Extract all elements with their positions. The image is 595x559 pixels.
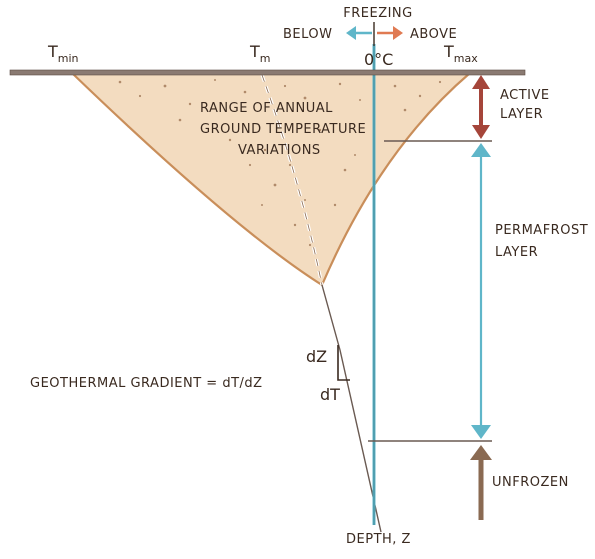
- gradient-bracket: [337, 345, 350, 381]
- t-min-main: T: [47, 42, 58, 61]
- active-layer-arrow-down-icon: [472, 125, 490, 139]
- range-label-line3: VARIATIONS: [238, 143, 321, 158]
- dt-label: dT: [320, 385, 340, 404]
- unfrozen-arrow-up-icon: [470, 445, 492, 460]
- above-arrow-icon: [393, 26, 403, 40]
- t-mean-main: T: [249, 42, 260, 61]
- active-layer-label-line2: LAYER: [500, 107, 543, 122]
- permafrost-label-line2: LAYER: [495, 245, 538, 260]
- geothermal-gradient-label: GEOTHERMAL GRADIENT = dT/dZ: [30, 376, 263, 391]
- temperature-envelope-fill: [72, 73, 470, 285]
- dz-label: dZ: [306, 347, 327, 366]
- permafrost-arrow-up-icon: [471, 143, 491, 157]
- freezing-label: FREEZING: [343, 6, 412, 21]
- below-arrow-icon: [346, 26, 356, 40]
- t-min-sub: min: [58, 52, 79, 65]
- t-mean-sub: m: [260, 52, 271, 65]
- zero-degree-label: 0°C: [364, 50, 393, 69]
- below-label: BELOW: [283, 27, 333, 42]
- geothermal-gradient-line: [321, 284, 382, 533]
- t-max-label: Tmax: [443, 42, 478, 65]
- range-label-line2: GROUND TEMPERATURE: [200, 122, 366, 137]
- above-label: ABOVE: [410, 27, 457, 42]
- t-max-main: T: [443, 42, 454, 61]
- active-layer-label-line1: ACTIVE: [500, 88, 550, 103]
- t-mean-line-edge: [261, 74, 323, 286]
- range-label-line1: RANGE OF ANNUAL: [200, 101, 333, 116]
- unfrozen-label: UNFROZEN: [492, 475, 569, 490]
- ground-surface: [9, 69, 526, 76]
- permafrost-label-line1: PERMAFROST: [495, 223, 588, 238]
- envelope-speckles: [118, 79, 442, 247]
- t-mean-label: Tm: [249, 42, 271, 65]
- t-max-sub: max: [454, 52, 478, 65]
- t-min-label: Tmin: [47, 42, 79, 65]
- active-layer-arrow-up-icon: [472, 75, 490, 89]
- t-min-curve: [71, 72, 323, 286]
- t-max-curve: [320, 72, 471, 286]
- depth-label: DEPTH, Z: [346, 532, 411, 547]
- permafrost-arrow-down-icon: [471, 425, 491, 439]
